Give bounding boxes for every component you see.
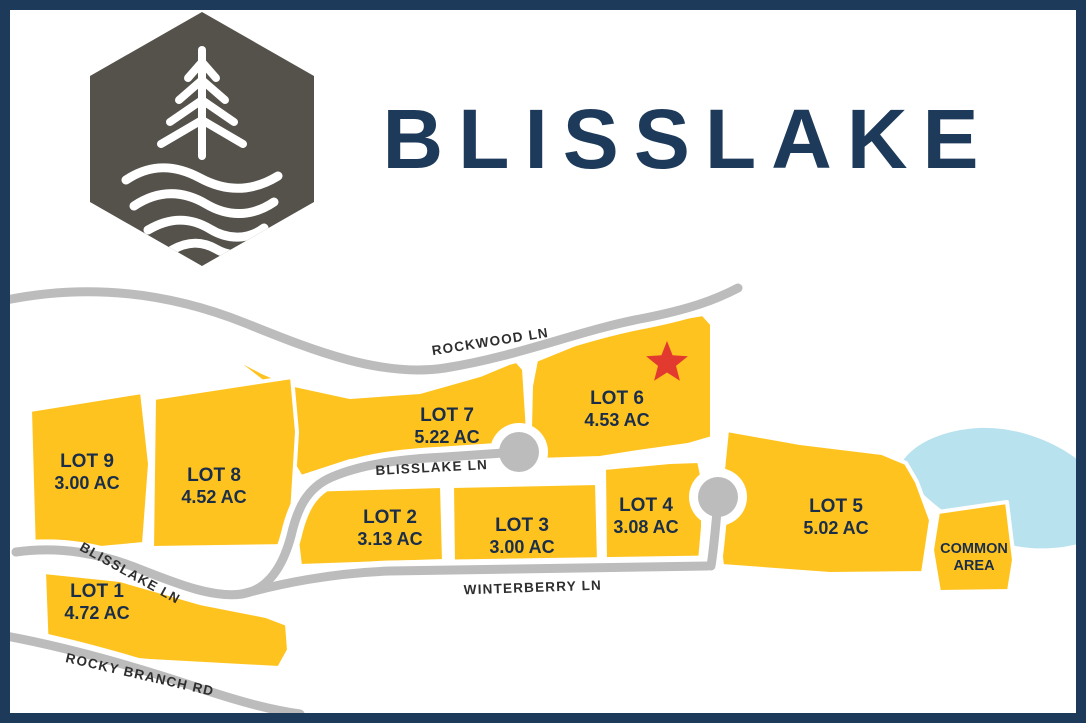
blisslake-logo: [90, 12, 314, 266]
lot-3-acreage: 3.00 AC: [489, 537, 554, 557]
culdesac-1: [499, 432, 539, 472]
culdesac-2: [698, 477, 738, 517]
wave-1: [121, 163, 283, 193]
lot-parcels: [28, 312, 1016, 670]
roads: [1, 283, 743, 719]
blisslake-ln-label-horizontal: BLISSLAKE LN: [375, 457, 488, 478]
tree-branch-3: [166, 96, 238, 126]
lot-3-label: LOT 3: [495, 515, 549, 536]
lot-6-acreage: 4.53 AC: [584, 410, 649, 430]
blisslake-ln-road: [11, 447, 524, 600]
lot-1-label: LOT 1: [70, 581, 124, 602]
lake-water: [900, 427, 1078, 549]
rocky-branch-rd-road: [1, 631, 305, 719]
lot-9-label: LOT 9: [60, 451, 114, 472]
lot-4-label: LOT 4: [619, 495, 673, 516]
winterberry-ln-label: WINTERBERRY LN: [463, 578, 602, 598]
lot-6-label: LOT 6: [590, 388, 644, 409]
lot-8-parcel: [150, 375, 299, 550]
wave-3: [143, 215, 269, 242]
lot-6-star-marker-icon: [646, 341, 688, 381]
lot-2-label: LOT 2: [363, 507, 417, 528]
lot-labels: LOT 1 4.72 AC LOT 2 3.13 AC LOT 3 3.00 A…: [54, 388, 1008, 623]
tree-branch-1: [184, 58, 220, 82]
lot-5-acreage: 5.02 AC: [803, 518, 868, 538]
rockwood-ln-road: [1, 283, 743, 375]
winterberry-ln-road: [237, 561, 713, 599]
lot-5-label: LOT 5: [809, 496, 863, 517]
common-area-label-line1: COMMON: [940, 541, 1008, 557]
tree-branch-2: [175, 76, 229, 104]
lot-7-acreage: 5.22 AC: [414, 427, 479, 447]
lot-1-acreage: 4.72 AC: [64, 603, 129, 623]
lot-9-acreage: 3.00 AC: [54, 473, 119, 493]
wave-2: [129, 189, 279, 218]
common-area-parcel: [930, 500, 1016, 594]
lot-2-acreage: 3.13 AC: [357, 529, 422, 549]
page-title: BLISSLAKE: [382, 92, 993, 186]
lot-8-acreage: 4.52 AC: [181, 487, 246, 507]
lot-4-acreage: 3.08 AC: [613, 517, 678, 537]
common-area-label-line2: AREA: [953, 558, 995, 574]
lot-9-parcel: [28, 390, 152, 556]
lot-8-label: LOT 8: [187, 465, 241, 486]
lot-7-label: LOT 7: [420, 405, 474, 426]
tree-branch-4: [157, 116, 247, 148]
